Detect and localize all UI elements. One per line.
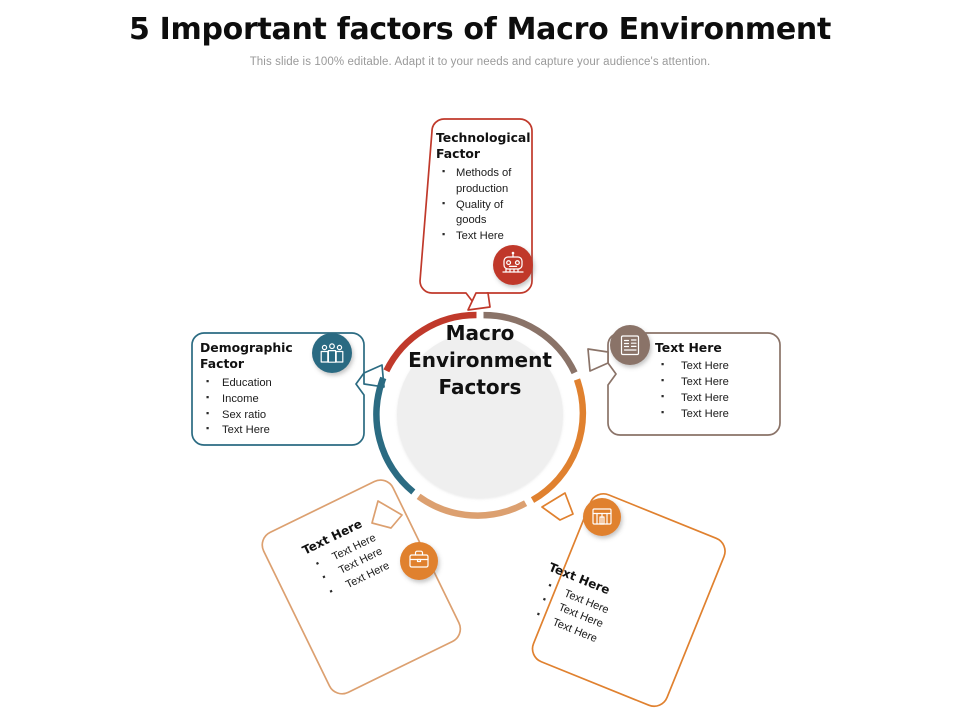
ring-segment-bottom-right [530,378,587,503]
callout-technological[interactable]: Technological Factor Methods of producti… [436,130,532,245]
list-item: Text Here [655,374,775,391]
list-item: Text Here [436,228,532,245]
list-item: Text Here [655,406,775,423]
callout-shape-bottom-right-text[interactable] [528,490,729,711]
ring-segment-technological [383,311,477,373]
page-subtitle: This slide is 100% editable. Adapt it to… [249,56,711,68]
list-item: Sex ratio [200,407,320,424]
callout-heading-technological: Technological Factor [436,130,531,162]
callout-heading-demographic: Demographic Factor [200,340,293,372]
callout-list-demographic: Education Income Sex ratio Text Here [200,375,320,440]
callout-right-text[interactable]: Text Here Text Here Text Here Text Here … [655,340,775,423]
icon-badge-building[interactable] [583,498,621,536]
callout-heading-right-text: Text Here [655,340,722,355]
beak-bottom-right [541,492,574,521]
hub-circle [397,332,563,498]
callout-demographic[interactable]: Demographic Factor Education Income Sex … [200,340,320,439]
list-item: Text Here [200,422,320,439]
page-title: 5 Important factors of Macro Environment [128,12,832,47]
document-report-icon [620,335,640,356]
callout-list-technological: Methods of production Quality of goods T… [436,165,532,246]
icon-badge-document[interactable] [610,325,650,365]
icon-badge-robot[interactable] [493,245,533,285]
robot-icon [502,251,524,273]
list-item: Income [200,391,320,408]
list-item: Methods of production [436,165,532,198]
bank-building-icon [592,508,612,525]
ring-segment-right [483,311,578,375]
list-item: Quality of goods [436,197,532,230]
people-group-icon [320,343,344,363]
list-item: Education [200,375,320,392]
icon-badge-people[interactable] [312,333,352,373]
ring-segment-bottom-left [416,493,528,519]
ring-segments [373,311,587,519]
list-item: Text Here [655,390,775,407]
list-item: Text Here [655,358,775,375]
ring-segment-demographic [373,376,416,495]
callout-list-right-text: Text Here Text Here Text Here Text Here [655,358,775,423]
